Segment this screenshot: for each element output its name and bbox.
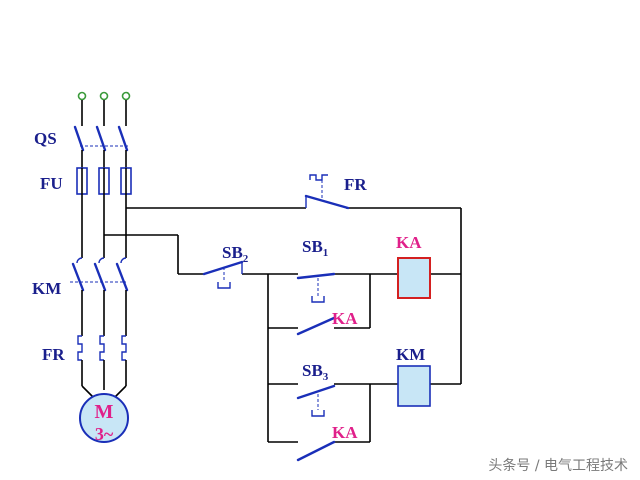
control-wiring: [104, 207, 462, 443]
qs-switch: [73, 125, 129, 152]
label-sb2-main: SB: [222, 243, 243, 262]
watermark: 头条号 / 电气工程技术: [488, 457, 628, 474]
label-fr-main: FR: [42, 345, 65, 364]
fr-nc-contact: [304, 174, 350, 210]
label-km-coil: KM: [396, 345, 425, 364]
motor: [79, 393, 129, 443]
supply-terminal-l1: [77, 91, 87, 101]
ka-coil: [397, 257, 431, 299]
supply-terminal-l2: [99, 91, 109, 101]
label-qs: QS: [34, 129, 57, 148]
sb1-start-button: [296, 272, 336, 303]
label-sb1-sub: 1: [323, 247, 329, 259]
label-sb3: SB3: [302, 361, 329, 383]
label-fu: FU: [40, 174, 63, 193]
fu-fuses: [76, 167, 132, 195]
ka-contact-1: [296, 316, 336, 336]
sb3-start-button: [296, 384, 336, 417]
label-sb1: SB1: [302, 237, 328, 259]
sb2-stop-button: [202, 260, 244, 289]
label-ka-contact-1: KA: [332, 309, 358, 328]
label-fr-ctrl: FR: [344, 175, 367, 194]
supply-terminal-l3: [121, 91, 131, 101]
label-km-main: KM: [32, 279, 61, 298]
label-sb2: SB2: [222, 243, 249, 265]
motor-label-phase: 3~: [95, 424, 114, 444]
label-ka-contact-2: KA: [332, 423, 358, 442]
label-sb2-sub: 2: [243, 253, 249, 265]
km-coil: [397, 365, 431, 407]
km-main-contacts: [70, 257, 129, 292]
ka-contact-2: [296, 440, 336, 462]
fr-thermal-element: [77, 335, 127, 361]
label-sb1-main: SB: [302, 237, 323, 256]
label-ka-coil: KA: [396, 233, 422, 252]
label-sb3-main: SB: [302, 361, 323, 380]
label-sb3-sub: 3: [323, 371, 329, 383]
power-circuit: [70, 91, 132, 443]
motor-label-m: M: [95, 401, 114, 423]
